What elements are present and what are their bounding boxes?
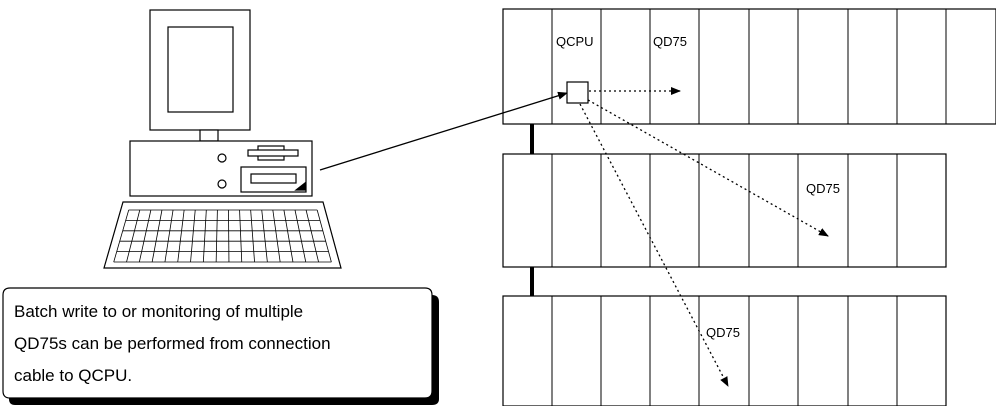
base-unit-2 bbox=[502, 153, 947, 268]
keyboard-column-line bbox=[272, 209, 281, 263]
module-label-base2: QD75 bbox=[806, 181, 840, 196]
cpu-label: QCPU bbox=[556, 34, 594, 49]
keyboard-column-line bbox=[138, 209, 152, 263]
callout-line-2: QD75s can be performed from connection bbox=[14, 334, 331, 353]
connector-port-icon bbox=[566, 81, 589, 104]
monitor-stand bbox=[199, 129, 219, 142]
keyboard-column-line bbox=[215, 209, 218, 263]
personal-computer-icon bbox=[129, 9, 313, 197]
keyboard-column-line bbox=[190, 209, 196, 263]
base-unit-3 bbox=[502, 295, 947, 406]
keyboard-column-line bbox=[294, 209, 307, 263]
access-arrow-base3 bbox=[579, 103, 729, 387]
keyboard-column-line bbox=[126, 209, 141, 263]
keyboard-column-line bbox=[261, 209, 268, 263]
keyboard-column-line bbox=[250, 209, 255, 263]
keyboard-column-line bbox=[177, 209, 185, 263]
callout-text: Batch write to or monitoring of multiple… bbox=[14, 296, 434, 392]
extension-cable-1 bbox=[530, 124, 534, 154]
keyboard-column-line bbox=[283, 209, 294, 263]
callout-line-3: cable to QCPU. bbox=[14, 366, 133, 385]
access-arrow-base2 bbox=[587, 99, 829, 237]
keyboard-column-line bbox=[151, 209, 163, 263]
base-unit-1 bbox=[502, 8, 996, 125]
module-label-base3: QD75 bbox=[706, 325, 740, 340]
monitor-screen bbox=[167, 26, 234, 113]
keyboard-column-line bbox=[305, 209, 319, 263]
extension-cable-2 bbox=[530, 267, 534, 296]
keyboard-column-line bbox=[239, 209, 243, 263]
module-label-base1: QD75 bbox=[653, 34, 687, 49]
keyboard-icon bbox=[103, 201, 342, 269]
connection-cable bbox=[319, 91, 568, 171]
keyboard-column-line bbox=[316, 209, 332, 263]
keyboard-column-line bbox=[113, 209, 130, 263]
keyboard-column-line bbox=[164, 209, 174, 263]
keyboard-column-line bbox=[202, 209, 207, 263]
callout-line-1: Batch write to or monitoring of multiple bbox=[14, 302, 304, 321]
callout-box bbox=[2, 287, 439, 405]
